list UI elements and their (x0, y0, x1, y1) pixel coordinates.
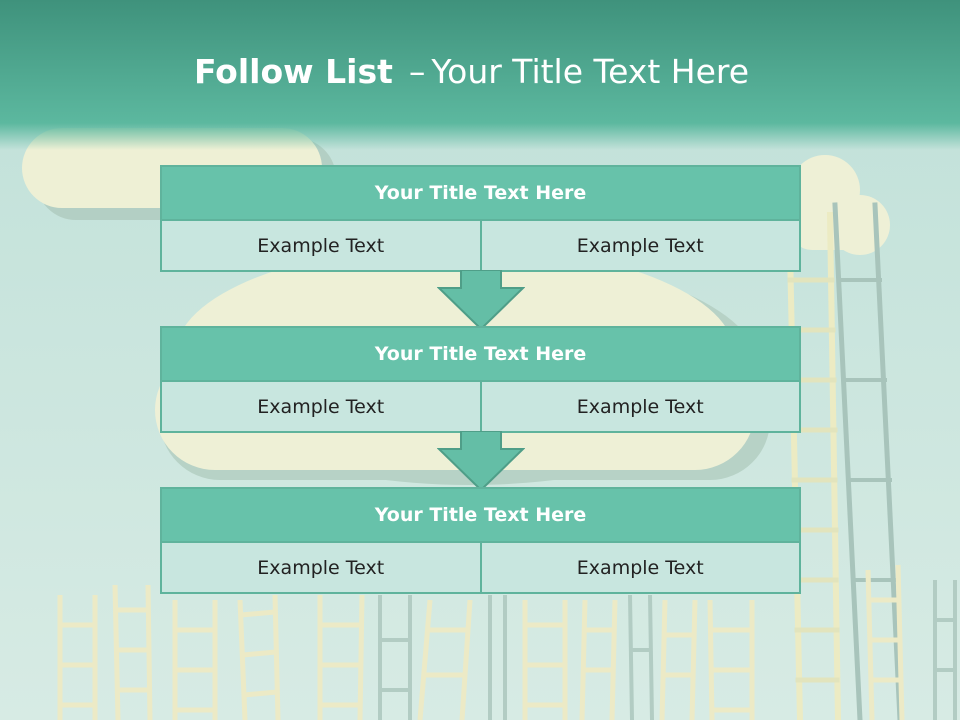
slide-title: Follow List–Your Title Text Here (0, 52, 943, 91)
step-text-right: Example Text (479, 543, 800, 592)
step-text-right: Example Text (479, 382, 800, 431)
short-ladders (57, 564, 905, 720)
step-title: Your Title Text Here (160, 165, 801, 221)
step-block-2: Your Title Text Here Example Text Exampl… (160, 326, 801, 433)
step-row: Example Text Example Text (160, 221, 801, 272)
step-text-left: Example Text (257, 556, 385, 579)
step-row: Example Text Example Text (160, 543, 801, 594)
header: Follow List–Your Title Text Here (0, 0, 960, 150)
title-dash: – (408, 52, 426, 91)
step-block-1: Your Title Text Here Example Text Exampl… (160, 165, 801, 272)
title-strong: Follow List (193, 52, 393, 91)
step-title: Your Title Text Here (160, 326, 801, 382)
title-rest: Your Title Text Here (431, 52, 750, 91)
step-title: Your Title Text Here (160, 487, 801, 543)
background-ladders-shadow (378, 580, 957, 720)
step-text-left: Example Text (257, 234, 385, 257)
down-arrow-icon (437, 270, 525, 331)
header-band (0, 0, 960, 150)
step-row: Example Text Example Text (160, 382, 801, 433)
step-text-right: Example Text (479, 221, 800, 270)
step-block-3: Your Title Text Here Example Text Exampl… (160, 487, 801, 594)
step-text-left: Example Text (257, 395, 385, 418)
down-arrow-icon (437, 431, 525, 492)
